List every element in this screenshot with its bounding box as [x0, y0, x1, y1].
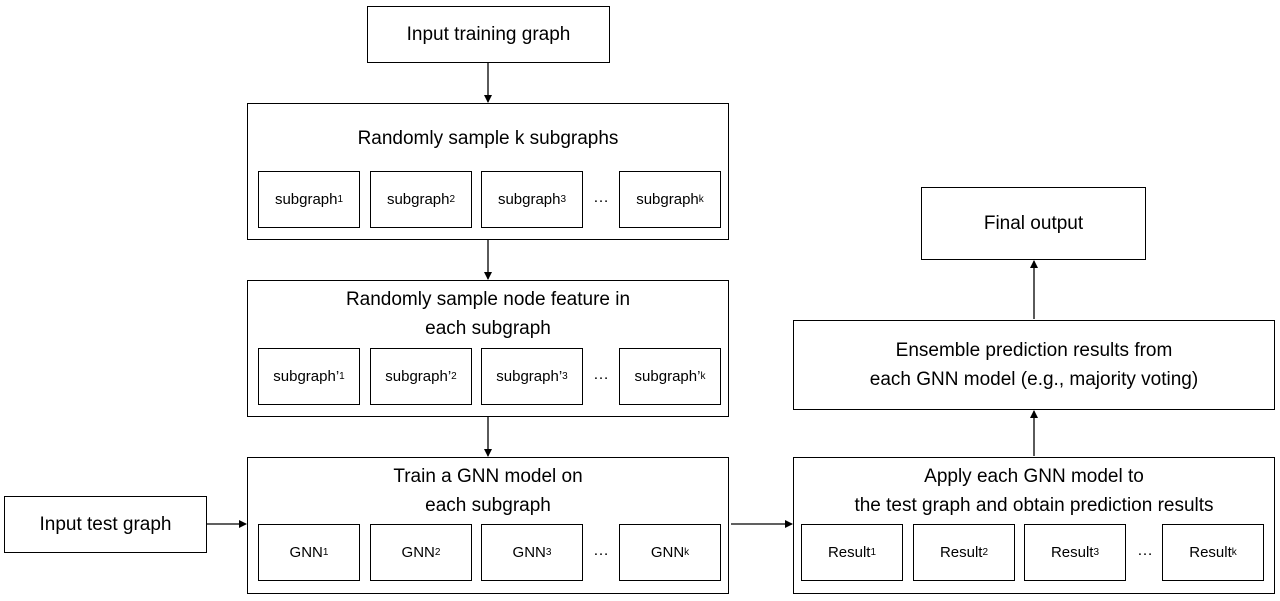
sample-features-title: Randomly sample node feature in each sub…	[345, 289, 631, 339]
subgraph-prime-k-box: subgraph’k	[619, 348, 721, 405]
result-ellipsis: …	[1137, 542, 1153, 559]
ensemble-box: Ensemble prediction results from each GN…	[793, 320, 1275, 410]
subgraph-prime-2-box: subgraph’2	[370, 348, 472, 405]
subgraph-prime-ellipsis: …	[593, 366, 609, 383]
input-test-graph-box: Input test graph	[4, 496, 207, 553]
subgraph-prime-1-box: subgraph’1	[258, 348, 360, 405]
train-gnn-title: Train a GNN model on each subgraph	[393, 466, 583, 516]
final-output-label: Final output	[983, 212, 1084, 234]
apply-gnn-title: Apply each GNN model to the test graph a…	[854, 466, 1214, 516]
input-training-graph-label: Input training graph	[406, 23, 571, 45]
final-output-box: Final output	[921, 187, 1146, 260]
subgraph-prime-3-box: subgraph’3	[481, 348, 583, 405]
input-test-graph-label: Input test graph	[39, 513, 172, 535]
gnn-ellipsis: …	[593, 542, 609, 559]
sample-subgraphs-title: Randomly sample k subgraphs	[357, 128, 619, 149]
ensemble-title: Ensemble prediction results from each GN…	[869, 340, 1199, 390]
subgraph-ellipsis: …	[593, 189, 609, 206]
input-training-graph-box: Input training graph	[367, 6, 610, 63]
